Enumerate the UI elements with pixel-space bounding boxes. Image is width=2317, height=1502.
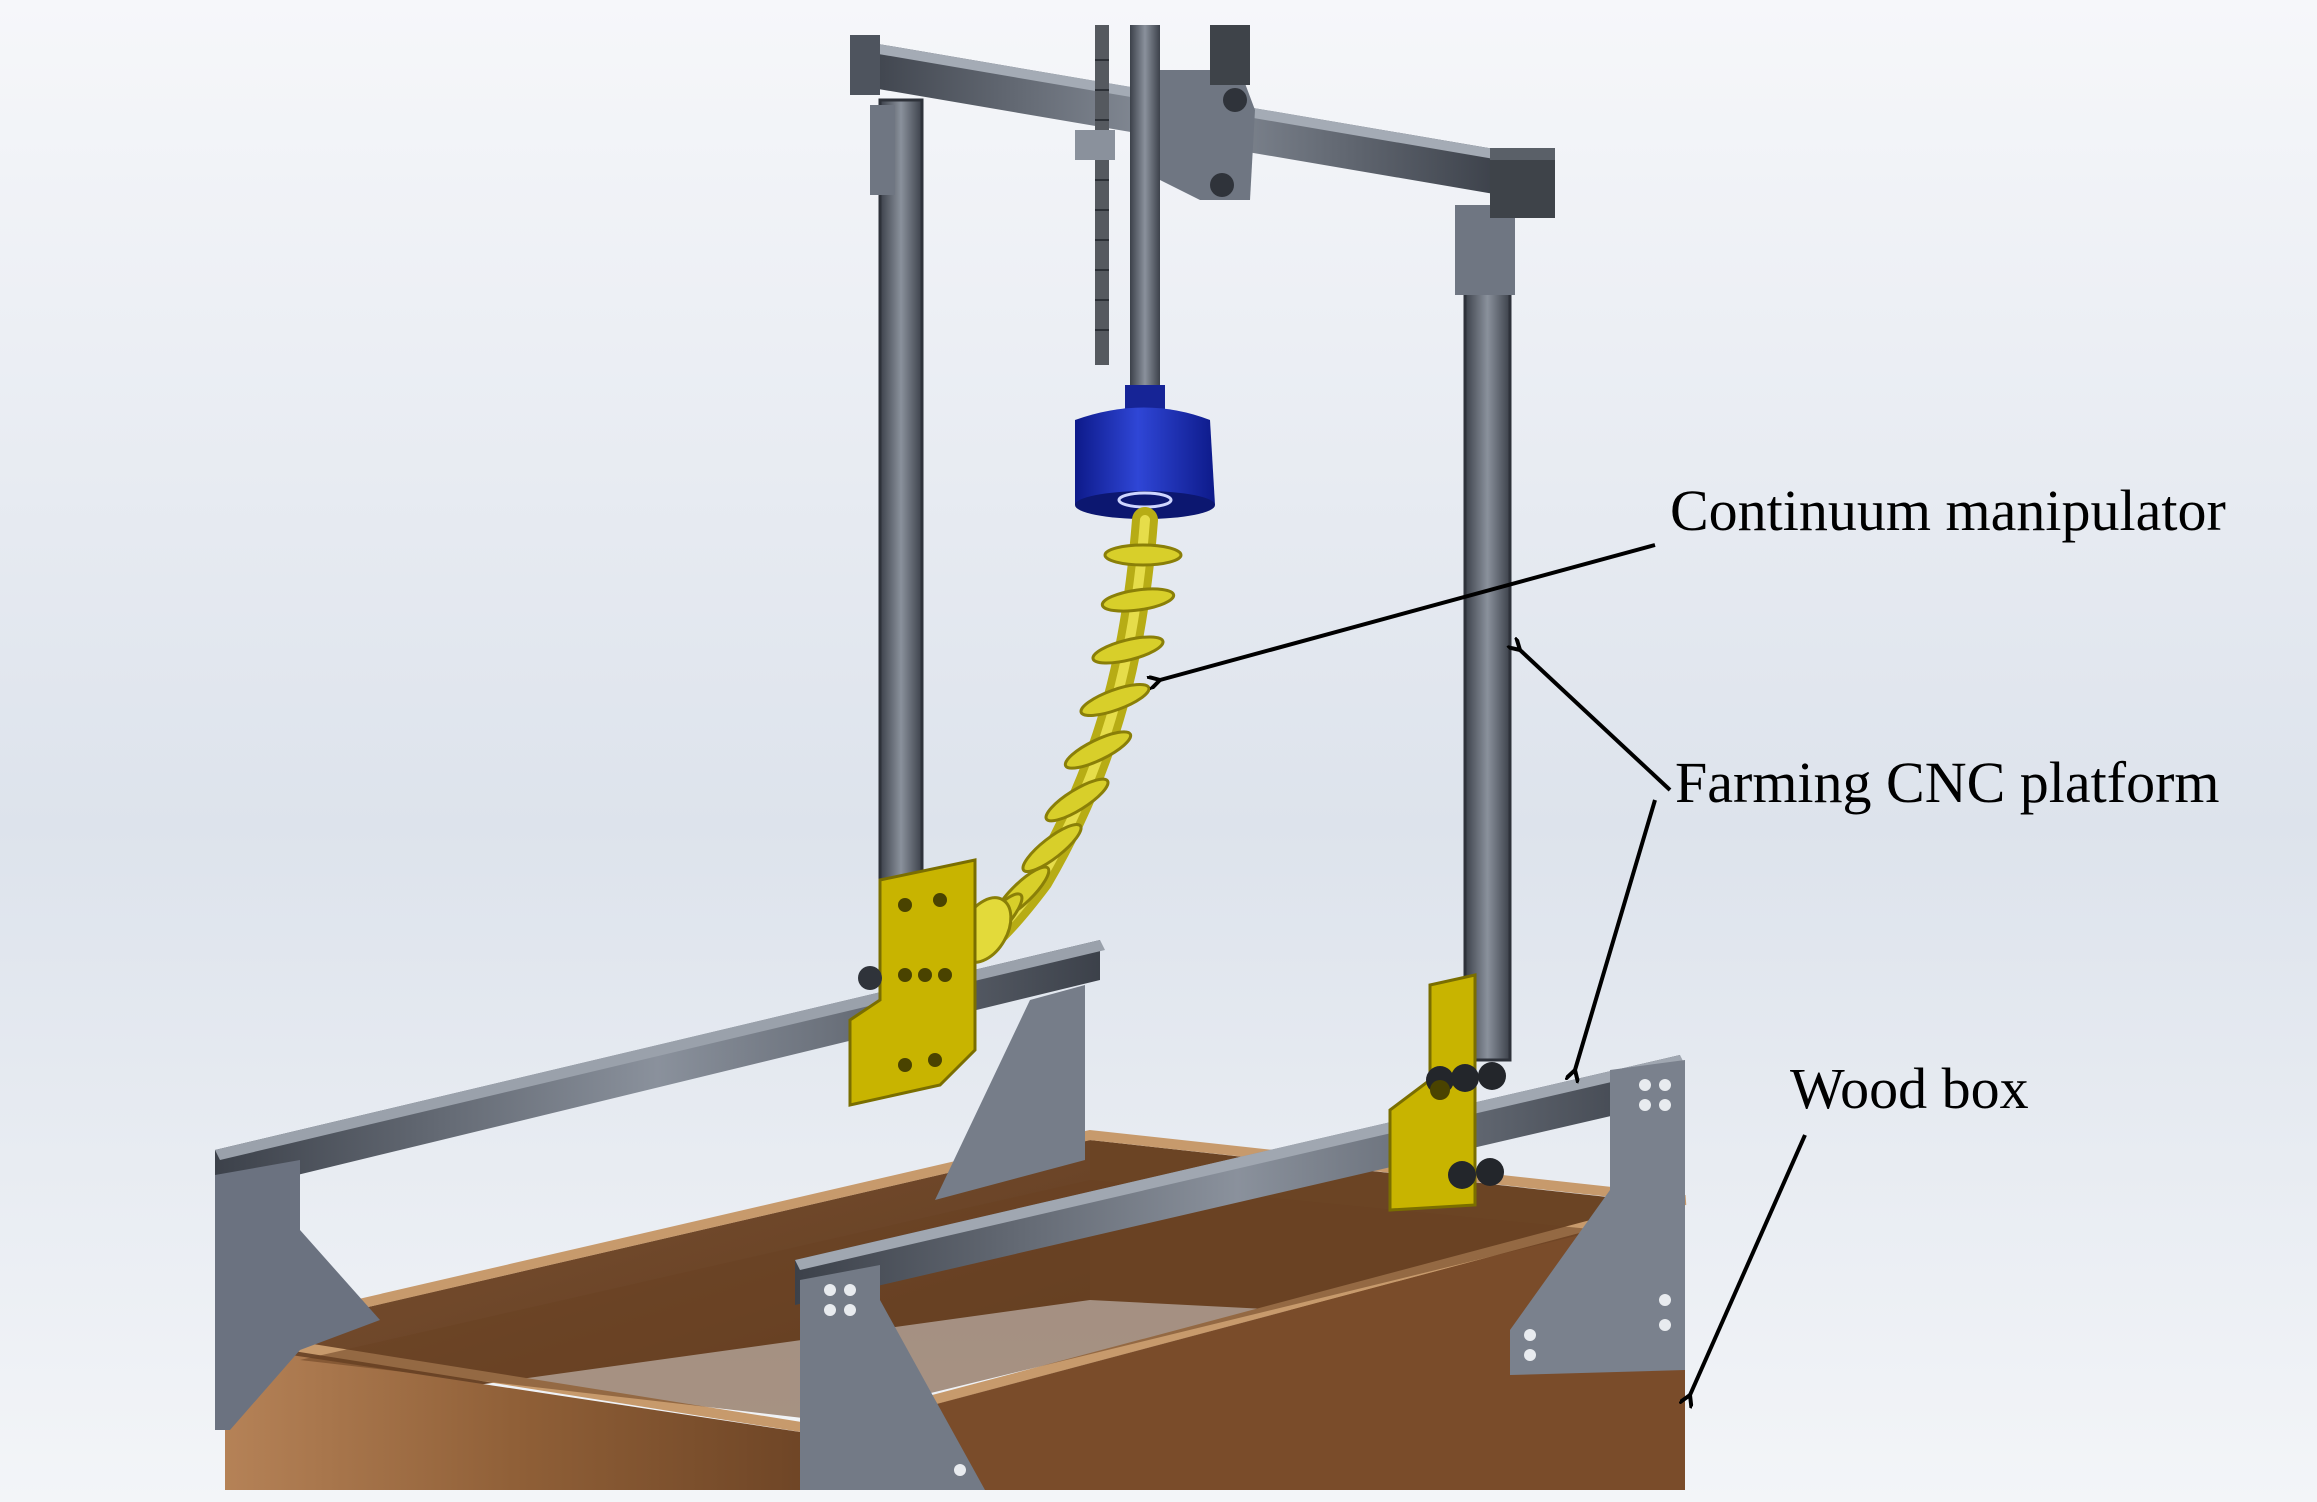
- label-farming-cnc-platform: Farming CNC platform: [1675, 750, 2220, 815]
- motor-housing: [1075, 385, 1215, 519]
- arrow-continuum-manipulator: [1160, 543, 1656, 680]
- arrow-wood-box: [1690, 1134, 1807, 1395]
- carriage-bracket-right: [1388, 973, 1506, 1212]
- carriage-bracket-left: [848, 858, 977, 1107]
- label-wood-box: Wood box: [1790, 1056, 2029, 1121]
- annotation-arrows: [1160, 543, 1807, 1395]
- label-continuum-manipulator: Continuum manipulator: [1670, 478, 2226, 543]
- arrow-farming-cnc-column: [1520, 650, 1672, 792]
- vertical-column-right: [1455, 205, 1515, 1062]
- arrow-farming-cnc-rail: [1575, 799, 1657, 1070]
- z-axis-carriage: [1075, 25, 1255, 445]
